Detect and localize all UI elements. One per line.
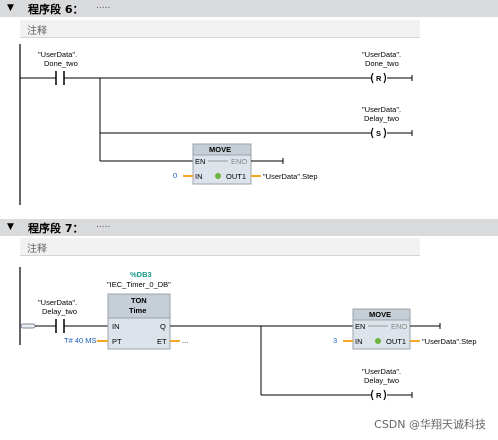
timer-et-value[interactable]: ... <box>182 336 189 345</box>
move-7-out-value[interactable]: "UserData".Step <box>422 337 477 346</box>
move-6-in: IN <box>195 172 203 181</box>
reset-coil-var-line1: "UserData". <box>362 50 402 59</box>
network-7-dots: ..... <box>96 220 111 230</box>
set-coil-delay-two[interactable] <box>370 127 387 139</box>
move-6-in-value[interactable]: 0 <box>173 171 178 180</box>
network-6-dots: ..... <box>96 1 111 11</box>
move-6-en: EN <box>195 157 206 166</box>
move-6-out1: OUT1 <box>226 172 247 181</box>
enable-icon <box>215 173 221 179</box>
move-6-out-value[interactable]: "UserData".Step <box>263 172 318 181</box>
move-7-eno: ENO <box>391 322 408 331</box>
timer-in: IN <box>112 322 120 331</box>
contact-done-two[interactable] <box>55 71 65 85</box>
timer-et: ET <box>157 337 167 346</box>
reset-coil-symbol: R <box>376 74 382 83</box>
reset-coil-var-line2: Done_two <box>365 59 399 68</box>
enable-icon <box>375 338 381 344</box>
move-block-7[interactable] <box>352 308 411 350</box>
move-7-in: IN <box>355 337 363 346</box>
contact-var-line2: Done_two <box>44 59 78 68</box>
set-coil-var-line1: "UserData". <box>362 105 402 114</box>
ton-timer-block[interactable] <box>107 293 171 350</box>
move-7-title: MOVE <box>369 310 392 319</box>
move-6-eno: ENO <box>231 157 248 166</box>
reset-coil-delay-two[interactable] <box>370 389 387 401</box>
network-6-comment-text: 注释 <box>27 26 47 37</box>
network-6-header[interactable]: ▼ 程序段 6： ..... <box>0 0 498 17</box>
timer-db-tag: %DB3 <box>130 270 152 279</box>
contact-delay-two[interactable] <box>55 319 65 333</box>
collapse-triangle-icon[interactable]: ▼ <box>7 3 14 13</box>
contact-var-line1: "UserData". <box>38 50 78 59</box>
network-7-header[interactable]: ▼ 程序段 7： ..... <box>0 219 498 236</box>
set-coil-symbol: S <box>376 129 382 138</box>
power-flow-indicator <box>20 323 36 329</box>
move-7-en: EN <box>355 322 366 331</box>
contact-var-line1: "UserData". <box>38 298 78 307</box>
reset-coil-done-two[interactable] <box>370 72 387 84</box>
collapse-triangle-icon[interactable]: ▼ <box>7 222 14 232</box>
contact-var-line2: Delay_two <box>42 307 78 316</box>
network-6-comment[interactable]: 注释 <box>20 20 420 38</box>
timer-pt: PT <box>112 337 122 346</box>
network-7-title: 程序段 7： <box>28 222 84 235</box>
timer-q: Q <box>160 322 166 331</box>
move-block-6[interactable] <box>192 143 252 185</box>
network-7-comment[interactable]: 注释 <box>20 238 420 256</box>
set-coil-var-line2: Delay_two <box>364 114 400 123</box>
network-6-title: 程序段 6： <box>28 3 84 16</box>
timer-subtitle: Time <box>129 306 147 315</box>
reset-coil-var-line2: Delay_two <box>364 376 400 385</box>
move-7-in-value[interactable]: 3 <box>333 336 338 345</box>
watermark: CSDN @华翔天诚科技 <box>374 418 486 431</box>
reset-coil-symbol: R <box>376 391 382 400</box>
move-7-out1: OUT1 <box>386 337 407 346</box>
timer-pt-value[interactable]: T# 40 MS <box>64 336 97 345</box>
timer-db-name: "IEC_Timer_0_DB" <box>107 280 171 289</box>
reset-coil-var-line1: "UserData". <box>362 367 402 376</box>
move-6-title: MOVE <box>209 145 232 154</box>
timer-type: TON <box>131 296 147 305</box>
network-7-comment-text: 注释 <box>27 244 47 255</box>
